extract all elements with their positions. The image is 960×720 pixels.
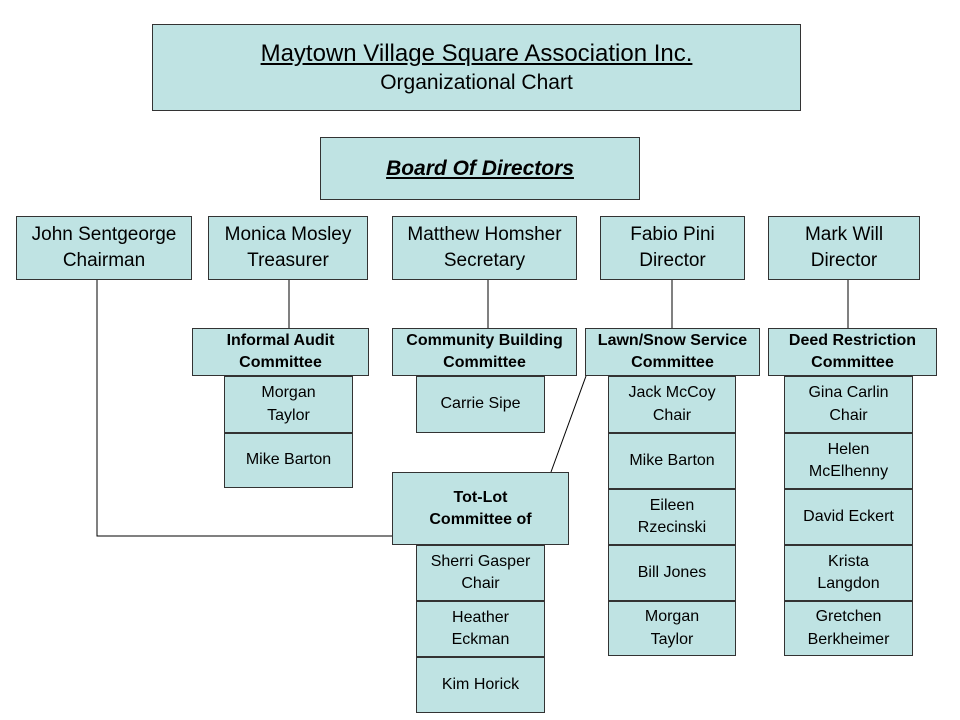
member-name-line: Langdon	[817, 575, 880, 592]
committee-title-line: Deed Restriction	[788, 332, 917, 350]
officer-name: Fabio Pini	[630, 224, 715, 246]
member-name-line: Carrie Sipe	[440, 395, 521, 413]
chart-subtitle: Organizational Chart	[380, 71, 573, 95]
member-box: Bill Jones	[608, 545, 736, 601]
officer-role: Secretary	[443, 250, 526, 271]
member-name-line: Chair	[829, 406, 868, 424]
member-name-line: Chair	[461, 575, 500, 592]
member-name-line: Eckman	[451, 631, 510, 648]
member-name-line: Mike Barton	[245, 451, 332, 469]
member-name-line: Rzecinski	[637, 519, 707, 536]
officer-role: Chairman	[62, 250, 146, 271]
officer-box-chairman: John Sentgeorge Chairman	[16, 216, 192, 280]
committee-box-informal-audit: Informal Audit Committee	[192, 328, 369, 376]
member-name-line: Helen	[827, 440, 870, 458]
member-box: Heather Eckman	[416, 601, 545, 657]
member-name-line: Taylor	[650, 630, 694, 648]
member-box: Mike Barton	[608, 433, 736, 489]
member-box: Mike Barton	[224, 433, 353, 488]
committee-box-lawn-snow: Lawn/Snow Service Committee	[585, 328, 760, 376]
officer-role: Treasurer	[247, 250, 329, 271]
member-name-line: David Eckert	[803, 507, 894, 525]
committee-box-deed-restriction: Deed Restriction Committee	[768, 328, 937, 376]
member-box: Sherri Gasper Chair	[416, 545, 545, 601]
committee-title-line: Committee	[631, 354, 714, 371]
chart-title-box: Maytown Village Square Association Inc. …	[152, 24, 801, 111]
officer-box-treasurer: Monica Mosley Treasurer	[208, 216, 368, 280]
member-box: Gina Carlin Chair	[784, 376, 913, 433]
committee-title-line: Committee	[443, 354, 526, 371]
committee-box-community-building: Community Building Committee	[392, 328, 577, 376]
member-box: Jack McCoy Chair	[608, 376, 736, 433]
member-name-line: Heather	[452, 608, 509, 626]
connector-lawn-totlot	[550, 375, 587, 473]
member-name-line: Kim Horick	[441, 675, 520, 693]
member-name-line: Berkheimer	[807, 630, 890, 648]
committee-title-line: Informal Audit	[226, 332, 335, 350]
member-name-line: Mike Barton	[629, 451, 715, 469]
officer-name: Mark Will	[804, 224, 884, 246]
member-name-line: Sherri Gasper	[430, 552, 531, 570]
member-name-line: Eileen	[649, 496, 695, 514]
officer-role: Director	[639, 250, 706, 271]
member-box: Eileen Rzecinski	[608, 489, 736, 545]
committee-title-line: Tot-Lot	[453, 488, 508, 506]
member-name-line: Bill Jones	[637, 563, 707, 581]
member-name-line: Taylor	[267, 406, 310, 424]
member-box: Kim Horick	[416, 657, 545, 713]
member-name-line: Gretchen	[815, 608, 882, 626]
member-name-line: Morgan	[261, 384, 316, 402]
member-box: David Eckert	[784, 489, 913, 545]
officer-name: Matthew Homsher	[407, 224, 562, 246]
member-box: Carrie Sipe	[416, 376, 545, 433]
member-name-line: Chair	[652, 406, 692, 424]
officer-role: Director	[810, 250, 878, 271]
committee-title-line: Committee	[811, 354, 894, 371]
committee-title-line: Committee of	[429, 510, 532, 528]
member-box: Krista Langdon	[784, 545, 913, 601]
chart-title: Maytown Village Square Association Inc.	[260, 39, 693, 67]
member-name-line: Jack McCoy	[628, 384, 716, 402]
member-box: Morgan Taylor	[608, 601, 736, 656]
member-box: Helen McElhenny	[784, 433, 913, 489]
member-box: Gretchen Berkheimer	[784, 601, 913, 656]
connector-chairman-totlot	[96, 280, 392, 537]
committee-title-line: Committee	[239, 354, 322, 371]
member-name-line: Krista	[828, 552, 869, 570]
member-box: Morgan Taylor	[224, 376, 353, 433]
member-name-line: McElhenny	[808, 463, 889, 480]
officer-box-director-pini: Fabio Pini Director	[600, 216, 745, 280]
officer-name: Monica Mosley	[224, 224, 352, 246]
member-name-line: Morgan	[644, 608, 700, 626]
member-name-line: Gina Carlin	[808, 384, 889, 402]
officer-name: John Sentgeorge	[31, 224, 177, 246]
committee-title-line: Community Building	[406, 332, 563, 350]
board-of-directors-box: Board Of Directors	[320, 137, 640, 200]
officer-box-director-will: Mark Will Director	[768, 216, 920, 280]
officer-box-secretary: Matthew Homsher Secretary	[392, 216, 577, 280]
board-label: Board Of Directors	[386, 156, 574, 180]
committee-title-line: Lawn/Snow Service	[597, 332, 748, 350]
committee-box-tot-lot: Tot-Lot Committee of	[392, 472, 569, 545]
